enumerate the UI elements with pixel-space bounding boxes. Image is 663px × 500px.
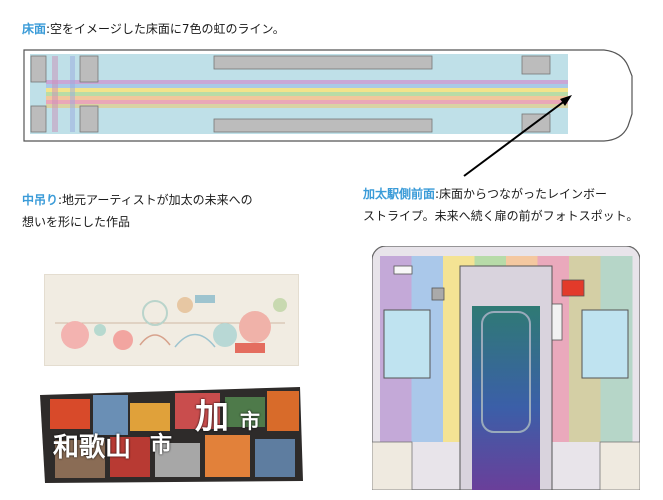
side-window-right <box>581 309 629 379</box>
seat-block <box>30 55 47 83</box>
collage-text-big: 加 <box>195 397 229 437</box>
floor-caption-text: :空をイメージした床面に7色の虹のライン。 <box>46 22 285 36</box>
door-switch <box>551 303 563 341</box>
rainbow-line <box>46 80 568 84</box>
rainbow-line <box>46 100 568 104</box>
floor-caption: 床面:空をイメージした床面に7色の虹のライン。 <box>22 18 285 40</box>
door-window-outline <box>481 311 531 433</box>
long-seat <box>213 55 433 70</box>
long-seat <box>213 118 433 133</box>
rainbow-line <box>46 84 568 88</box>
door-marking <box>52 56 58 132</box>
indicator-lights <box>393 265 413 275</box>
floor-caption-label: 床面 <box>22 22 47 36</box>
rainbow-line <box>46 88 568 92</box>
collage-text-city-2: 市 <box>150 433 173 458</box>
seat-block <box>79 105 99 133</box>
station-caption-text-1: :床面からつながったレインボー <box>435 187 608 201</box>
station-caption-text-2: ストライプ。未来へ続く扉の前がフォトスポット。 <box>363 209 639 223</box>
collage-text-city: 市 <box>240 409 260 433</box>
seat-block <box>521 55 551 75</box>
seat-block <box>521 113 551 133</box>
control-box <box>431 287 445 301</box>
rainbow-line <box>46 96 568 100</box>
hanging-artwork-1 <box>44 274 299 366</box>
front-door-panel <box>472 306 540 490</box>
front-bumper-left <box>372 441 413 490</box>
floor-plan-diagram <box>23 49 633 142</box>
red-panel <box>561 279 585 297</box>
strap-caption-text-2: 想いを形にした作品 <box>22 215 131 229</box>
rainbow-line <box>46 92 568 96</box>
rainbow-lines <box>46 80 568 108</box>
door-marking <box>70 56 75 132</box>
front-bumper-right <box>599 441 640 490</box>
artwork-illustration <box>55 295 287 353</box>
collage-text-wakayama: 和歌山 <box>53 433 132 463</box>
station-caption: 加太駅側前面:床面からつながったレインボー ストライプ。未来へ続く扉の前がフォト… <box>363 183 663 227</box>
strap-caption: 中吊り:地元アーティストが加太の未来への 想いを形にした作品 <box>22 189 322 233</box>
strap-caption-text-1: :地元アーティストが加太の未来への <box>58 193 253 207</box>
seat-block <box>79 55 99 83</box>
side-window-left <box>383 309 431 379</box>
car-front-illustration <box>372 246 640 490</box>
artwork-collage <box>40 387 303 483</box>
rainbow-line <box>46 104 568 108</box>
station-caption-label: 加太駅側前面 <box>363 187 436 201</box>
seat-block <box>30 105 47 133</box>
hanging-artwork-2: 加 市 和歌山 市 <box>35 385 305 485</box>
strap-caption-label: 中吊り <box>22 193 59 207</box>
